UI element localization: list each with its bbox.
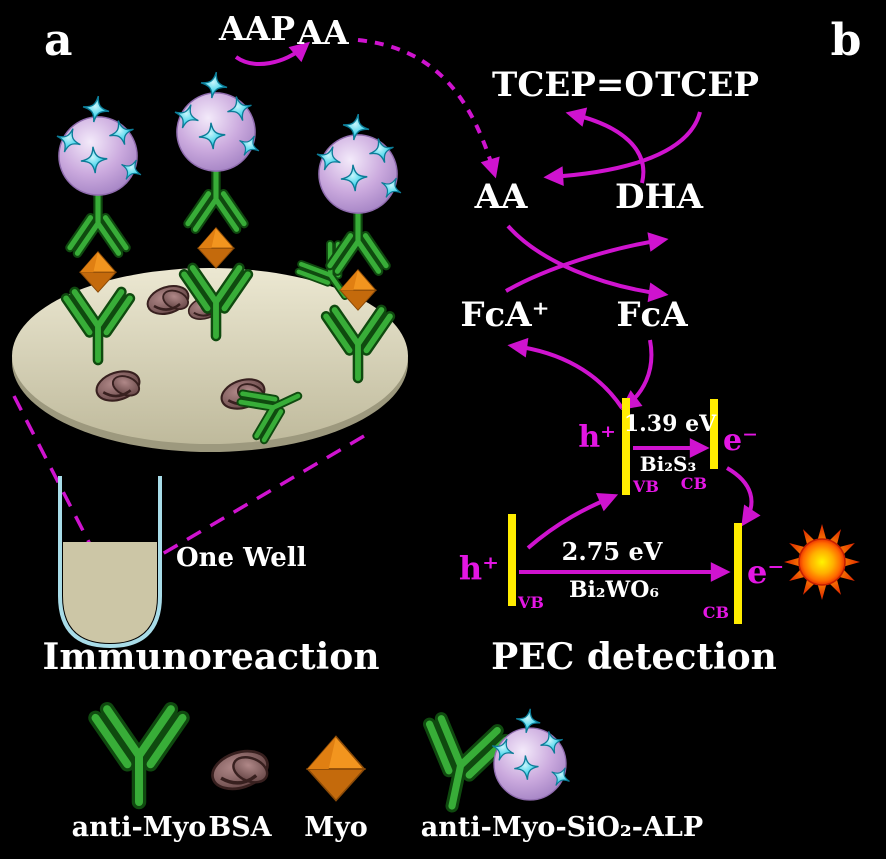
bi2s3-vb-label: VB	[632, 477, 659, 496]
arrow-hole-transfer	[526, 493, 619, 550]
bi2s3-cb-label: CB	[681, 474, 707, 493]
pec-detection-title: PEC detection	[491, 636, 777, 678]
well-outline	[58, 476, 162, 649]
arrow-hole-to-fcaox	[507, 337, 624, 410]
aa-cycle-label: AA	[474, 177, 528, 217]
arrow-tcep-to-aa	[543, 111, 702, 187]
legend-anti-myo-label: anti-Myo	[72, 812, 207, 843]
arrow-fcaox-to-dha	[505, 232, 669, 293]
immunoreaction-title: Immunoreaction	[43, 636, 380, 678]
zoom-dashed-line-left	[12, 395, 98, 557]
bi2s3-hole-label: h⁺	[578, 420, 616, 455]
legend-myo-label: Myo	[304, 812, 368, 843]
one-well-label: One Well	[176, 543, 307, 573]
legend-bsa-label: BSA	[208, 812, 272, 843]
bi2wo6-vb-label: VB	[517, 593, 544, 612]
dha-label: DHA	[615, 177, 704, 217]
panel-b-label: b	[831, 15, 862, 66]
bottom-border	[0, 859, 886, 866]
fca-label: FcA	[616, 295, 688, 335]
aap-label: AAP	[218, 9, 295, 48]
bi2s3-cb-bar	[710, 399, 718, 469]
bi2s3-bandgap-label: 1.39 eV	[624, 411, 717, 437]
arrow-aa-to-fca	[506, 224, 669, 303]
bi2wo6-bandgap-label: 2.75 eV	[562, 537, 663, 566]
bi2wo6-name-label: Bi₂WO₆	[569, 577, 659, 603]
bi2wo6-vb-bar	[508, 514, 516, 606]
fca-plus-label: FcA⁺	[460, 295, 549, 335]
tcep-label: TCEP	[655, 65, 759, 105]
dashed-arrow-aa-to-cycle	[357, 38, 500, 179]
aa-top-label: AA	[296, 13, 349, 52]
bi2s3-electron-label: e⁻	[723, 423, 758, 458]
bi2wo6-cb-bar	[734, 523, 742, 624]
arrow-dha-to-tcepo	[565, 107, 646, 184]
bi2s3-name-label: Bi₂S₃	[640, 452, 696, 476]
bi2wo6-hole-label: h⁺	[459, 549, 499, 587]
arrow-fca-to-vb	[620, 339, 654, 410]
arrow-aap-to-aa	[234, 41, 311, 66]
bi2wo6-cb-label: CB	[703, 603, 729, 622]
panel-a-label: a	[44, 15, 73, 66]
bi2wo6-electron-label: e⁻	[747, 553, 784, 591]
legend-conjugate-label: anti-Myo-SiO₂-ALP	[421, 812, 703, 843]
zoom-dashed-line-right	[151, 434, 365, 562]
well-liquid	[63, 542, 157, 643]
arrow-electron-transfer	[725, 466, 761, 527]
well	[58, 476, 162, 649]
tcepo-label: TCEP=O	[492, 65, 654, 105]
bi2s3-vb-bar	[622, 398, 630, 495]
sun-icon	[784, 524, 860, 600]
